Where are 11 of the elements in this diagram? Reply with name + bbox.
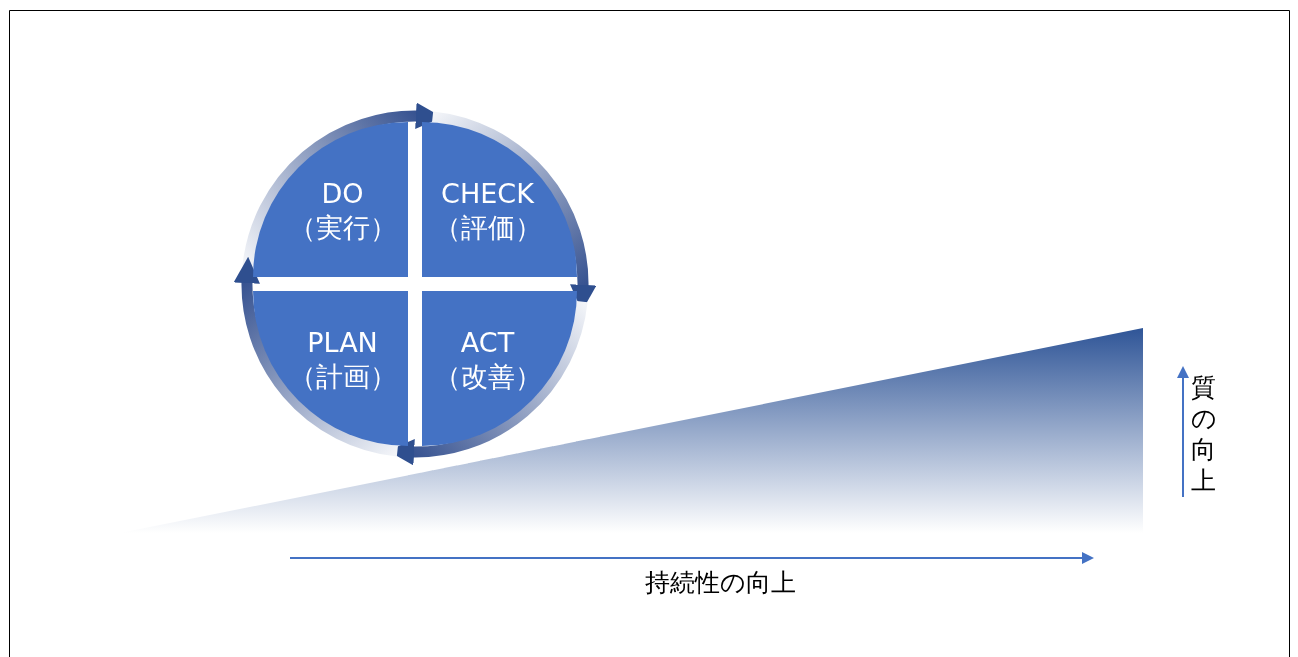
axis-label: 持続性の向上 (645, 567, 796, 599)
segment-label: ACT (459, 326, 516, 359)
segment-label: CHECK (440, 177, 535, 210)
segment-label: （計画） (287, 360, 398, 393)
segment-label: （実行） (287, 211, 398, 244)
segment-label: PLAN (306, 326, 379, 359)
segment-label: DO (320, 177, 365, 210)
segment-label: （評価） (432, 211, 543, 244)
axis-label: 質の向上 (1190, 372, 1217, 496)
segment-label: （改善） (432, 360, 543, 393)
cycle-arrow (234, 256, 399, 457)
